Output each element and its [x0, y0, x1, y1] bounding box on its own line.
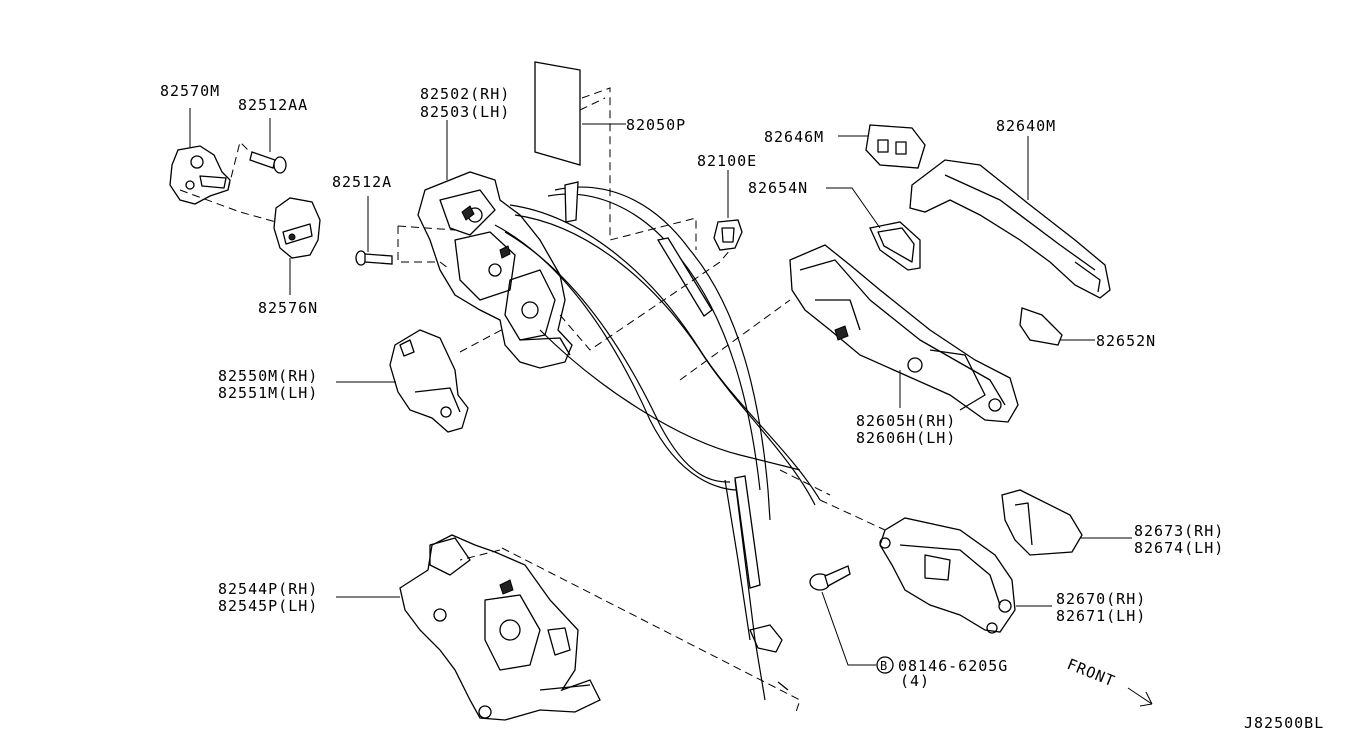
label-82576N: 82576N: [258, 299, 318, 317]
label-82674: 82674(LH): [1134, 539, 1224, 557]
label-82654N: 82654N: [748, 179, 808, 197]
screw-82512A: [355, 250, 393, 266]
label-82673: 82673(RH): [1134, 522, 1224, 540]
label-82606H: 82606H(LH): [856, 429, 956, 447]
diagram-id: J82500BL: [1244, 714, 1324, 732]
label-82503: 82503(LH): [420, 103, 510, 121]
label-82551M: 82551M(LH): [218, 384, 318, 402]
cables-and-rods: [494, 181, 821, 701]
label-82646M: 82646M: [764, 128, 824, 146]
label-82570M: 82570M: [160, 82, 220, 100]
latch-assembly-82544P: [399, 534, 601, 721]
front-arrow-icon: [1127, 687, 1153, 707]
screw-82512AA: [249, 151, 287, 174]
bolt-08146: [809, 565, 851, 591]
actuator-82550M: [389, 329, 469, 433]
label-82100E: 82100E: [697, 152, 757, 170]
label-82605H: 82605H(RH): [856, 412, 956, 430]
escutcheon-82652N: [1019, 307, 1063, 346]
seal-82050P: [534, 61, 581, 166]
bolt-b-circle: [876, 656, 894, 674]
label-bolt-qty: (4): [900, 672, 930, 690]
label-82640M: 82640M: [996, 117, 1056, 135]
striker-82570M: [169, 145, 231, 205]
label-82545P: 82545P(LH): [218, 597, 318, 615]
leader-lines: [189, 108, 1132, 666]
gasket-82654N: [869, 221, 921, 271]
bracket-82646M: [865, 124, 926, 169]
handle-bracket-82605H: [789, 244, 1019, 423]
label-82512A: 82512A: [332, 173, 392, 191]
label-bolt-b: B: [880, 659, 887, 673]
label-82502: 82502(RH): [420, 85, 510, 103]
label-08146: 08146-6205G: [898, 657, 1008, 675]
label-82671: 82671(LH): [1056, 607, 1146, 625]
escutcheon-82673: [1001, 489, 1083, 556]
label-82550M: 82550M(RH): [218, 367, 318, 385]
label-82512AA: 82512AA: [238, 96, 308, 114]
label-82670: 82670(RH): [1056, 590, 1146, 608]
label-front: FRONT: [1065, 655, 1118, 690]
label-82544P: 82544P(RH): [218, 580, 318, 598]
clip-82100E: [713, 219, 743, 251]
shim-82576N: [273, 197, 321, 259]
label-82652N: 82652N: [1096, 332, 1156, 350]
inside-handle-82670: [879, 517, 1016, 634]
outside-handle-82640M: [909, 159, 1111, 299]
dashed-guide-lines: [179, 87, 886, 716]
label-82050P: 82050P: [626, 116, 686, 134]
